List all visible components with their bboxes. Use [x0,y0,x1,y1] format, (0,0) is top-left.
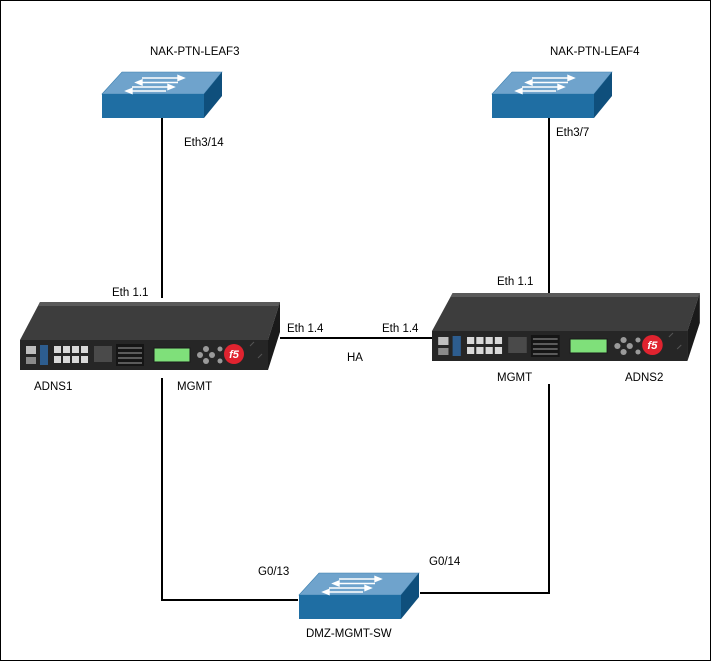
adns1-mgmt-port-label: MGMT [177,381,212,393]
appliance-adns2 [431,292,701,362]
f5-appliance-icon [431,292,701,362]
mgmt-switch-label: DMZ-MGMT-SW [306,628,392,640]
adns1-uplink-port-label: Eth 1.1 [112,287,148,299]
adns2-ha-port-label: Eth 1.4 [382,323,419,335]
network-switch-icon [491,71,613,119]
adns1-label: ADNS1 [34,381,72,393]
link-adns2-mgmt [420,384,550,594]
leaf3-label: NAK-PTN-LEAF3 [150,46,239,58]
ha-link-label: HA [347,352,363,364]
network-switch-icon [101,71,223,119]
f5-appliance-icon [19,301,281,371]
switch-nak-ptn-leaf4 [491,71,613,119]
connection-lines [161,118,550,601]
leaf4-port-label: Eth3/7 [556,127,589,139]
adns1-ha-port-label: Eth 1.4 [287,323,324,335]
mgmt-switch-right-port-label: G0/14 [429,556,461,568]
switch-dmz-mgmt-sw [298,572,420,620]
adns2-label: ADNS2 [625,372,663,384]
adns2-mgmt-port-label: MGMT [497,372,532,384]
leaf3-port-label: Eth3/14 [184,137,224,149]
network-switch-icon [298,572,420,620]
adns2-uplink-port-label: Eth 1.1 [497,276,533,288]
link-adns1-mgmt [161,378,298,601]
appliance-adns1 [19,301,281,371]
leaf4-label: NAK-PTN-LEAF4 [550,46,640,58]
mgmt-switch-left-port-label: G0/13 [258,566,289,578]
switch-nak-ptn-leaf3 [101,71,223,119]
